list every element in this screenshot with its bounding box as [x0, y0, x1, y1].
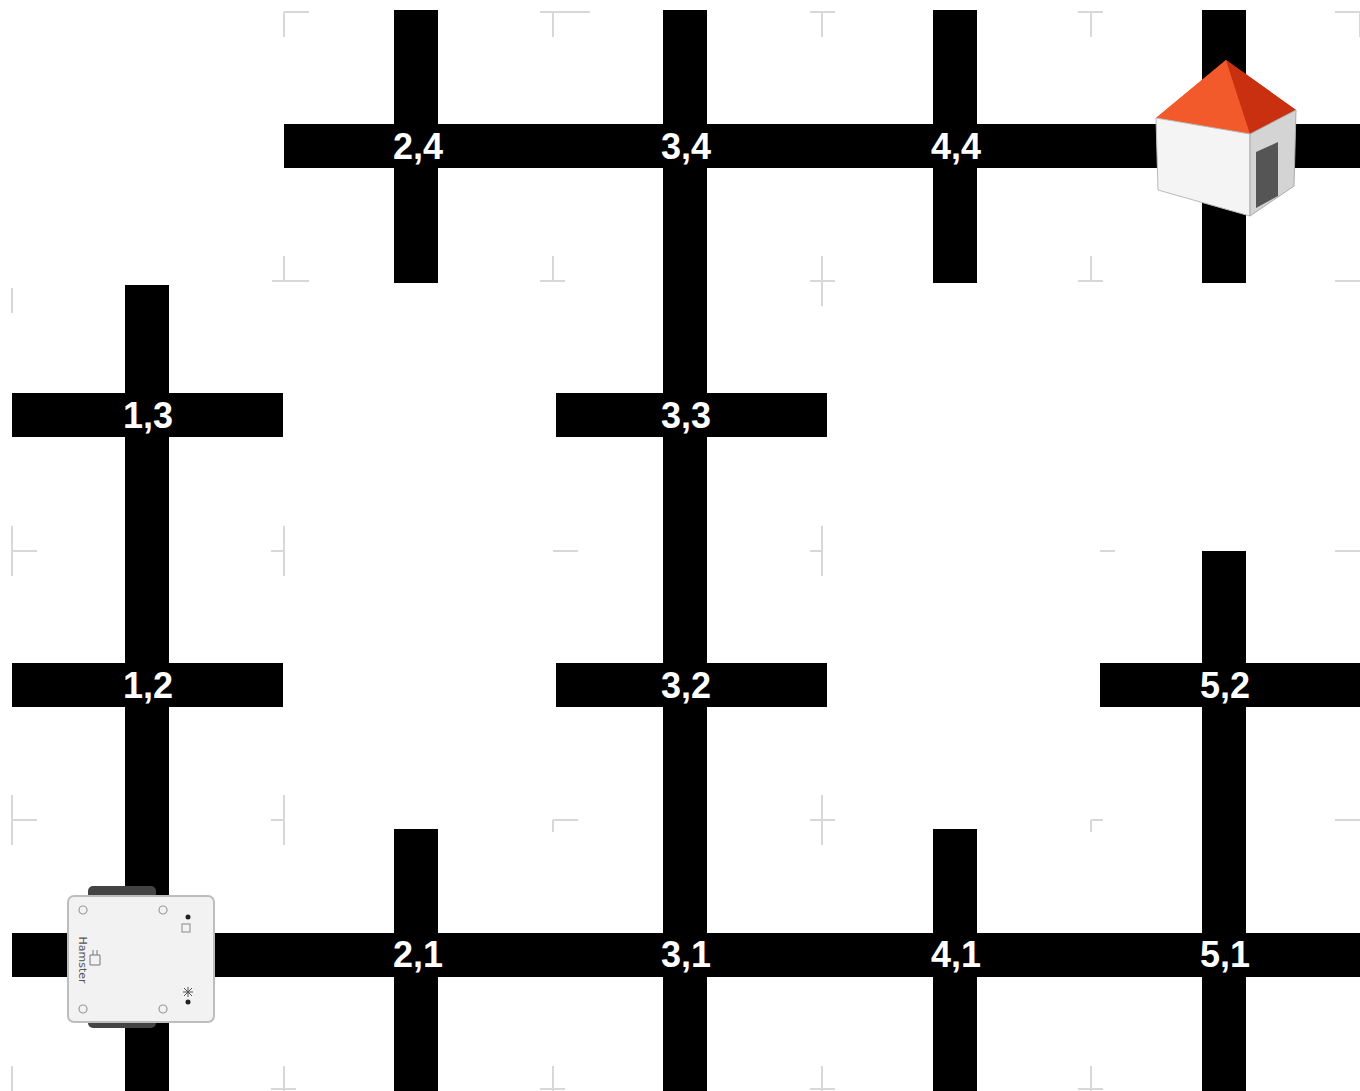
intersection-label: 5,1: [1200, 937, 1250, 973]
intersection-label: 4,1: [931, 937, 981, 973]
intersection-label: 3,4: [661, 129, 711, 165]
robot-brand: Hamster: [77, 936, 88, 983]
intersection-label: 5,2: [1200, 668, 1250, 704]
intersection-label: 4,4: [931, 129, 981, 165]
intersection-label: 2,4: [393, 129, 443, 165]
house-icon: [1156, 60, 1296, 216]
intersection-label: 3,2: [661, 668, 711, 704]
intersection-label: 2,1: [393, 937, 443, 973]
intersection-label: 1,3: [123, 398, 173, 434]
intersection-label: 3,3: [661, 398, 711, 434]
intersection-label: 1,2: [123, 668, 173, 704]
intersection-label: 3,1: [661, 937, 711, 973]
hamster-robot: [68, 886, 214, 1028]
road-segments: [12, 10, 1360, 1091]
